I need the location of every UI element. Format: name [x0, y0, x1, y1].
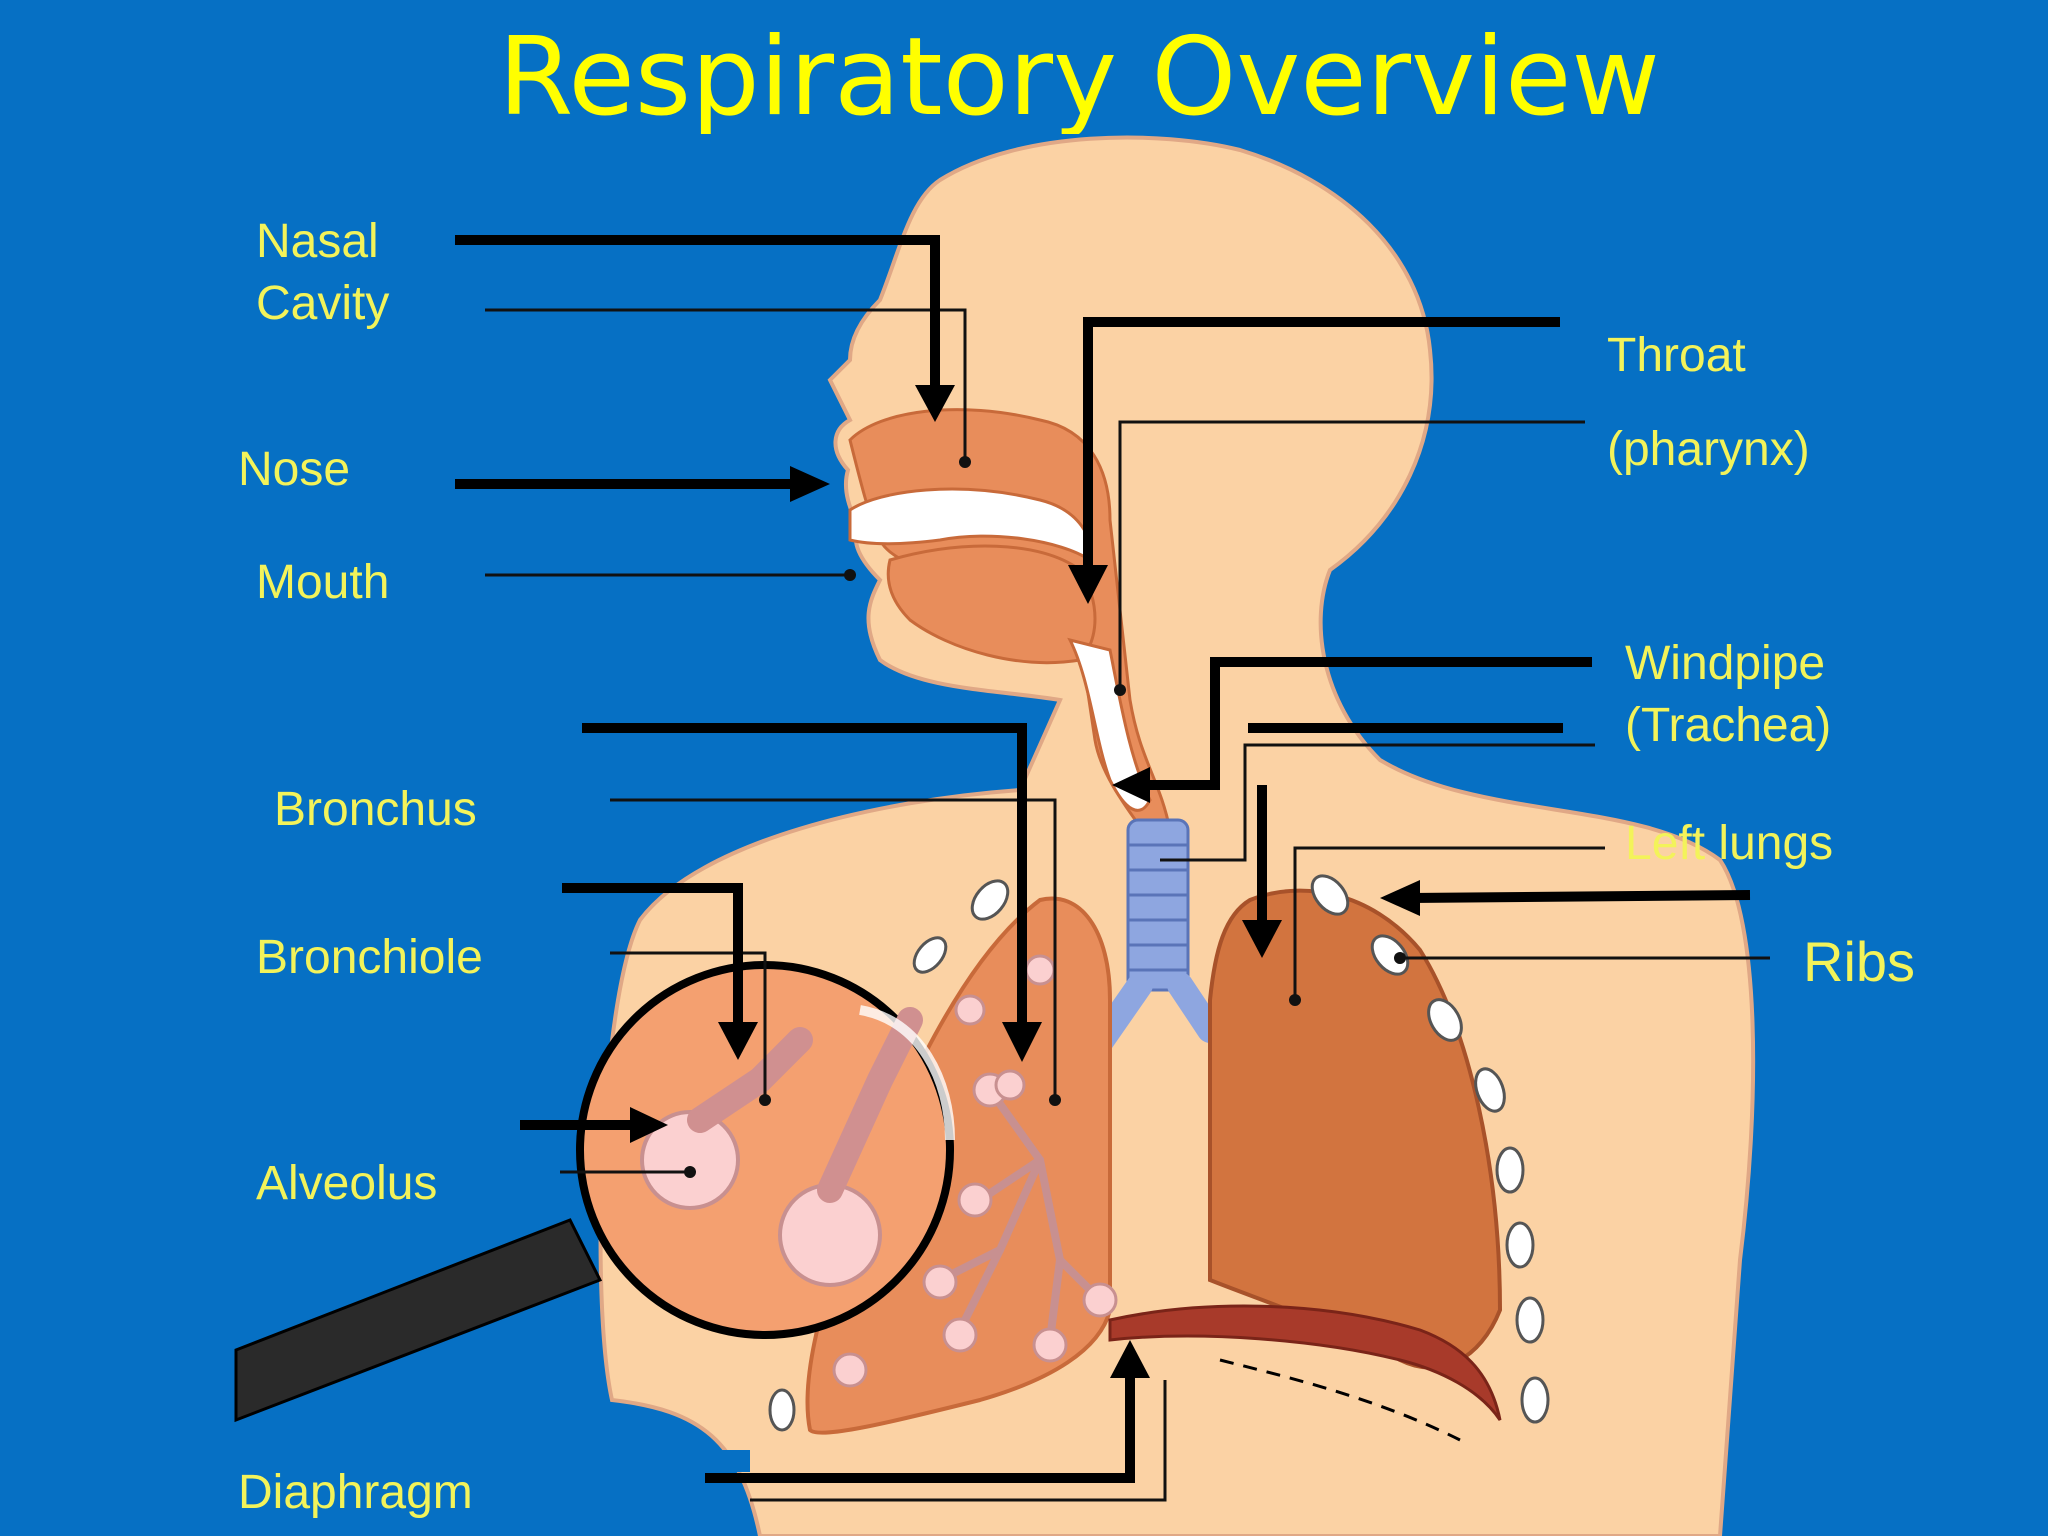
label-diaphragm: Diaphragm — [238, 1466, 473, 1519]
ribs — [768, 874, 1550, 1432]
slide-title: Respiratory Overview — [498, 15, 1660, 140]
label-left-lungs: Left lungs — [1625, 817, 1834, 870]
pointer-arrows — [455, 235, 1751, 1483]
diaphragm — [1108, 1304, 1502, 1421]
magnifying-glass — [234, 961, 955, 1423]
magnifier-handle — [234, 1218, 603, 1423]
trachea — [1126, 818, 1190, 992]
label-nasal-cavity-2: Cavity — [256, 277, 390, 330]
label-bronchiole: Bronchiole — [256, 931, 483, 984]
label-alveolus: Alveolus — [256, 1157, 438, 1210]
label-throat-2: (pharynx) — [1607, 423, 1810, 476]
label-windpipe-2: (Trachea) — [1625, 699, 1832, 752]
label-windpipe-1: Windpipe — [1625, 637, 1826, 690]
label-bronchus: Bronchus — [274, 783, 477, 836]
label-ribs: Ribs — [1803, 930, 1916, 993]
label-nose: Nose — [238, 443, 351, 496]
left-bronchus — [1167, 972, 1223, 1043]
epiglottis — [1067, 637, 1152, 812]
label-nasal-cavity-1: Nasal — [256, 215, 379, 268]
label-throat-1: Throat — [1607, 329, 1746, 382]
alveoli-clusters — [832, 954, 1118, 1388]
leader-lines — [485, 308, 1770, 1502]
arrowheads — [630, 385, 1420, 1378]
label-mouth: Mouth — [256, 556, 390, 609]
leader-dots — [684, 456, 1406, 1178]
panel-notch — [700, 1450, 750, 1472]
diaphragm-dashed — [1219, 1358, 1461, 1442]
